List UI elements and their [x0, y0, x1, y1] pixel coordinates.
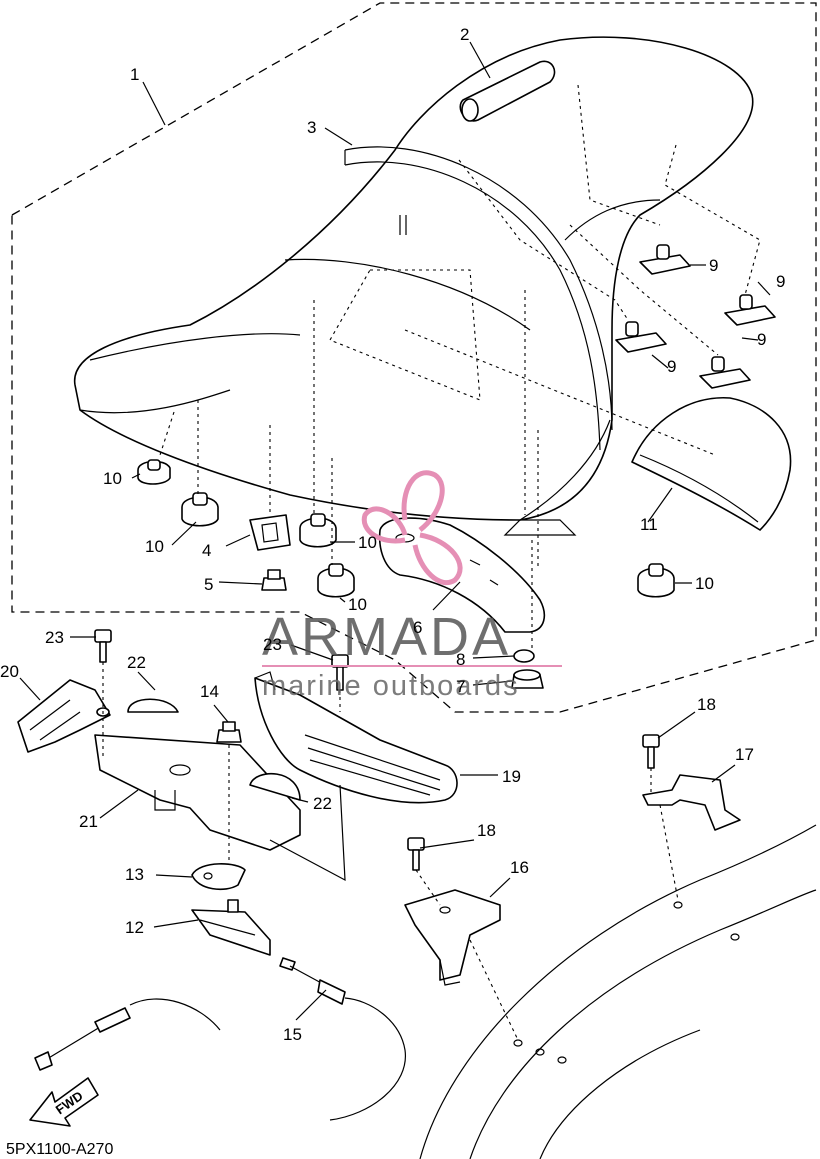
callout-1: 1	[130, 65, 139, 84]
grab-handle	[642, 774, 741, 831]
callout-18-lower: 18	[477, 821, 496, 840]
callout-12: 12	[125, 918, 144, 937]
rubber-pad-a	[127, 698, 179, 713]
callout-11: 11	[640, 515, 658, 534]
callout-18-upper: 18	[697, 695, 716, 714]
callout-10-center: 10	[358, 533, 377, 552]
lock-plate	[254, 671, 458, 804]
callout-22-upper: 22	[127, 653, 146, 672]
watermark: ARMADA marine outboards	[262, 470, 562, 702]
callout-7: 7	[456, 677, 465, 696]
callout-19: 19	[502, 767, 521, 786]
callout-5: 5	[204, 575, 213, 594]
seat-lock	[191, 899, 271, 956]
lock-bracket	[404, 889, 501, 986]
watermark-brand: ARMADA	[262, 607, 511, 667]
callout-3: 3	[307, 118, 316, 137]
callout-10-right: 10	[695, 574, 714, 593]
callout-22-lower: 22	[313, 794, 332, 813]
rubber-pad-b	[249, 772, 301, 801]
seat-clips	[615, 244, 776, 389]
seat-cover	[631, 397, 792, 531]
callout-9-lower: 9	[757, 330, 766, 349]
fwd-direction-arrow: FWD	[29, 1077, 99, 1127]
bracket	[249, 514, 291, 551]
callout-13: 13	[125, 865, 144, 884]
base-plate	[94, 734, 301, 851]
callout-21: 21	[79, 812, 98, 831]
bolt-a	[94, 629, 112, 663]
watermark-logo	[361, 470, 463, 585]
seat-assembly-boundary	[11, 2, 817, 713]
callout-labels: 1 2 3 4 5 6 7 8 9 9 9 9 10 10 10 10 10 1…	[0, 25, 785, 1044]
cap-nut	[511, 669, 544, 689]
callout-14: 14	[200, 682, 219, 701]
callout-23-center: 23	[263, 635, 282, 654]
callout-9-top: 9	[709, 256, 718, 275]
callout-2: 2	[460, 25, 469, 44]
lock-cable	[34, 957, 406, 1121]
leader-lines	[19, 41, 771, 1021]
callout-16: 16	[510, 858, 529, 877]
callout-9-right: 9	[776, 272, 785, 291]
pin-plate	[191, 863, 246, 891]
watermark-propeller-icon	[361, 470, 463, 585]
collar	[513, 649, 535, 663]
callout-15: 15	[283, 1025, 302, 1044]
seat-dampers	[137, 459, 675, 598]
seat	[74, 36, 754, 536]
callout-4: 4	[202, 541, 211, 560]
callout-10-left: 10	[103, 469, 122, 488]
nut	[261, 569, 287, 591]
callout-10-lower-left: 10	[145, 537, 164, 556]
callout-17: 17	[735, 745, 754, 764]
flange-nut	[216, 721, 242, 743]
callout-10-bottom: 10	[348, 595, 367, 614]
watermark-tagline: marine outboards	[262, 670, 520, 702]
diagram-reference-code: 5PX1100-A270	[6, 1141, 113, 1158]
callout-6: 6	[413, 618, 422, 637]
grab-pad	[459, 60, 556, 122]
rear-fender	[419, 824, 817, 1159]
callout-9-middle: 9	[667, 357, 676, 376]
assembly-center-lines	[102, 84, 761, 1041]
callout-8: 8	[456, 650, 465, 669]
callout-20: 20	[0, 662, 19, 681]
bolt-d	[642, 734, 660, 769]
hinge-bracket	[17, 679, 111, 753]
fwd-arrow-icon	[29, 1077, 99, 1127]
callout-23-left: 23	[45, 628, 64, 647]
bolt-c	[407, 837, 425, 871]
